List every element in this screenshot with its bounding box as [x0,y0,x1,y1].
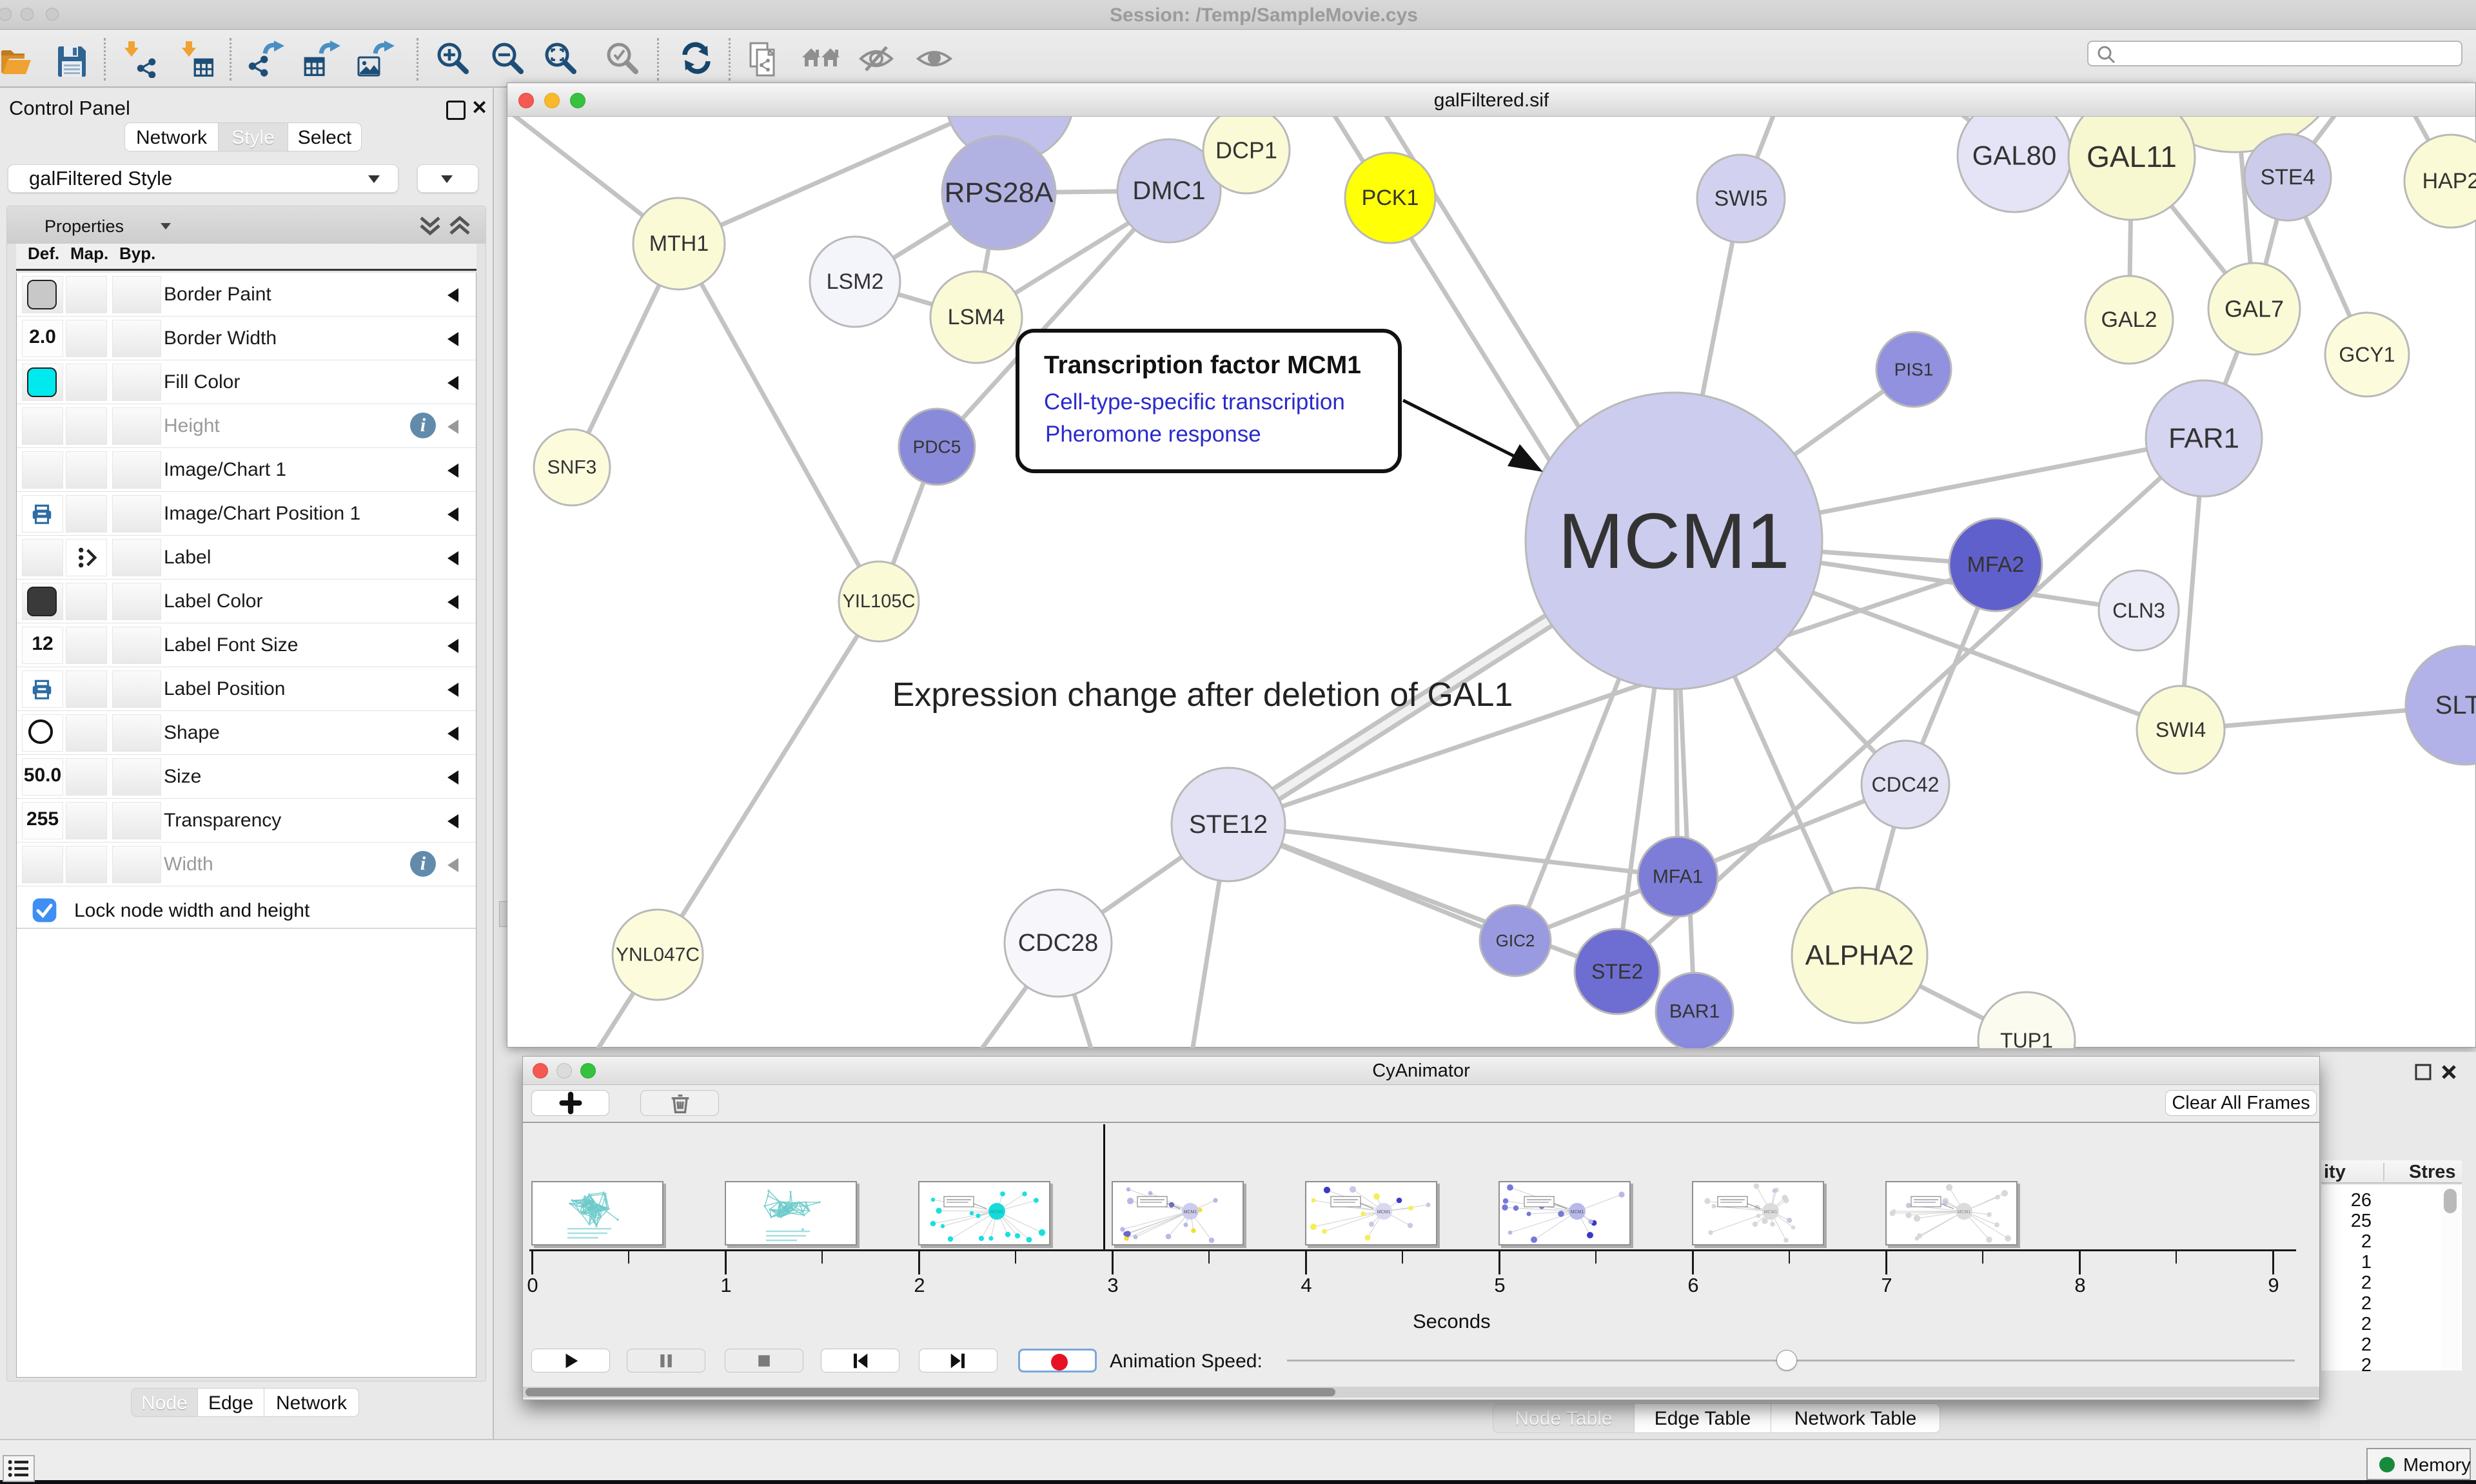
svg-text:LSM4: LSM4 [948,305,1005,329]
svg-text:CLN3: CLN3 [2112,599,2165,622]
svg-text:MCM1: MCM1 [1958,1210,1971,1215]
svg-text:LSM2: LSM2 [827,269,884,294]
svg-text:ALPHA2: ALPHA2 [1805,940,1914,971]
svg-text:MFA1: MFA1 [1653,866,1703,888]
svg-text:MCM1: MCM1 [1764,1210,1778,1215]
svg-text:GAL80: GAL80 [1972,141,2057,171]
svg-text:STE12: STE12 [1189,810,1268,839]
svg-text:GAL2: GAL2 [2101,308,2157,332]
svg-text:MCM1: MCM1 [990,1210,1004,1215]
svg-text:STE4: STE4 [2260,165,2315,190]
svg-text:Cell-type-specific transcripti: Cell-type-specific transcription [1044,389,1345,415]
svg-text:MCM1: MCM1 [1571,1210,1584,1215]
svg-text:STE2: STE2 [1591,960,1643,983]
svg-text:RPS28A: RPS28A [945,177,1054,209]
svg-text:MCM1: MCM1 [1184,1210,1197,1215]
svg-text:MTH1: MTH1 [649,231,709,256]
svg-text:MFA2: MFA2 [1967,552,2025,577]
svg-text:Pheromone response: Pheromone response [1045,422,1261,447]
svg-text:GAL7: GAL7 [2225,296,2284,322]
svg-text:SNF3: SNF3 [547,457,597,478]
svg-text:SWI4: SWI4 [2156,718,2206,741]
svg-text:SLT2: SLT2 [2435,691,2476,719]
svg-text:MCM1: MCM1 [1377,1210,1391,1215]
svg-text:GAL11: GAL11 [2087,140,2177,173]
svg-text:YIL105C: YIL105C [843,591,916,612]
svg-text:HAP2: HAP2 [2422,169,2476,193]
svg-text:GCY1: GCY1 [2339,343,2395,366]
svg-text:PCK1: PCK1 [1362,186,1419,210]
svg-text:CDC42: CDC42 [1872,773,1940,796]
svg-text:DCP1: DCP1 [1215,137,1277,164]
svg-text:FAR1: FAR1 [2168,423,2239,454]
svg-text:PIS1: PIS1 [1894,360,1934,380]
svg-text:CDC28: CDC28 [1018,930,1099,957]
svg-text:YNL047C: YNL047C [616,944,700,966]
svg-text:GIC2: GIC2 [1496,931,1535,950]
svg-text:BAR1: BAR1 [1669,1001,1720,1022]
svg-text:Expression change after deleti: Expression change after deletion of GAL1 [892,676,1513,714]
svg-text:DMC1: DMC1 [1132,177,1205,205]
svg-text:MCM1: MCM1 [1558,497,1789,585]
svg-text:PDC5: PDC5 [913,437,961,457]
svg-text:Transcription factor MCM1: Transcription factor MCM1 [1044,351,1361,379]
svg-text:TUP1: TUP1 [2000,1029,2053,1048]
svg-text:SWI5: SWI5 [1714,186,1767,211]
